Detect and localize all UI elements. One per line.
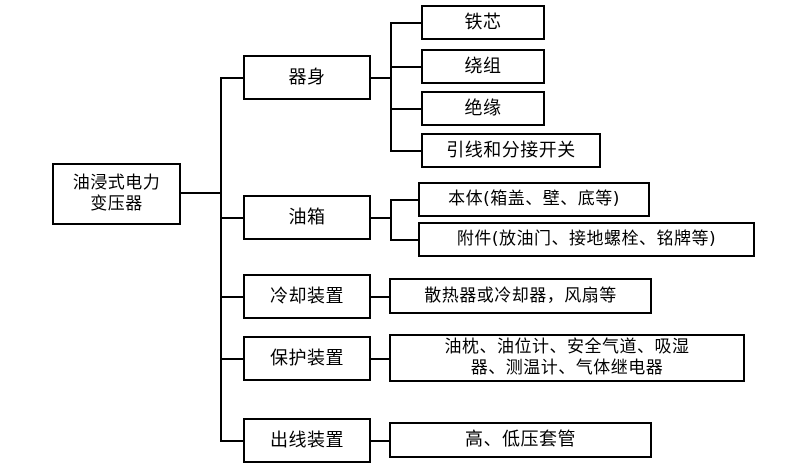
node-protection-items-label: 油枕、油位计、安全气道、吸湿 器、测温计、气体继电器 bbox=[444, 337, 690, 378]
node-protection-items: 油枕、油位计、安全气道、吸湿 器、测温计、气体继电器 bbox=[389, 334, 745, 382]
node-cooling-device: 冷却装置 bbox=[243, 274, 371, 319]
connector-protection-to-items bbox=[371, 358, 391, 360]
node-outlet-device-label: 出线装置 bbox=[270, 429, 344, 451]
connector-branch-to-tank-main bbox=[390, 199, 421, 201]
branch-vertical-tank bbox=[390, 199, 392, 241]
node-outlet-items-label: 高、低压套管 bbox=[465, 429, 576, 451]
node-protection-device: 保护装置 bbox=[243, 336, 371, 381]
node-oil-tank: 油箱 bbox=[243, 195, 371, 240]
connector-branch-to-core bbox=[390, 22, 421, 24]
connector-trunk-to-body bbox=[220, 77, 244, 79]
connector-outlet-to-items bbox=[371, 440, 391, 442]
connector-trunk-to-cooling bbox=[220, 296, 244, 298]
node-cooling-items: 散热器或冷却器，风扇等 bbox=[389, 278, 652, 314]
connector-branch-to-tank-parts bbox=[390, 239, 421, 241]
node-tank-accessories: 附件(放油门、接地螺栓、铭牌等) bbox=[418, 222, 755, 257]
node-outlet-items: 高、低压套管 bbox=[389, 422, 652, 458]
node-insulation-label: 绝缘 bbox=[464, 97, 502, 119]
node-protection-device-label: 保护装置 bbox=[270, 347, 344, 369]
connector-trunk-to-outlet bbox=[220, 440, 244, 442]
node-tank-main-body: 本体(箱盖、壁、底等) bbox=[418, 182, 650, 217]
branch-vertical-body bbox=[390, 22, 392, 150]
node-tank-accessories-label: 附件(放油门、接地螺栓、铭牌等) bbox=[456, 229, 717, 250]
node-winding: 绕组 bbox=[421, 49, 545, 84]
connector-branch-to-insulation bbox=[390, 108, 421, 110]
node-body: 器身 bbox=[243, 55, 371, 100]
node-tank-main-body-label: 本体(箱盖、壁、底等) bbox=[448, 189, 620, 210]
node-outlet-device: 出线装置 bbox=[243, 418, 371, 463]
node-root-label: 油浸式电力 变压器 bbox=[72, 173, 161, 214]
connector-cooling-to-items bbox=[371, 296, 391, 298]
node-cooling-items-label: 散热器或冷却器，风扇等 bbox=[424, 285, 617, 306]
node-body-label: 器身 bbox=[288, 66, 326, 88]
trunk-vertical-line bbox=[220, 77, 222, 441]
node-iron-core-label: 铁芯 bbox=[464, 11, 502, 33]
connector-branch-to-winding bbox=[390, 66, 421, 68]
connector-tank-to-branch bbox=[371, 217, 392, 219]
connector-branch-to-leads bbox=[390, 150, 421, 152]
connector-trunk-to-protection bbox=[220, 358, 244, 360]
node-cooling-device-label: 冷却装置 bbox=[270, 285, 344, 307]
node-leads-and-tap-switch: 引线和分接开关 bbox=[421, 133, 601, 168]
node-insulation: 绝缘 bbox=[421, 91, 545, 126]
connector-trunk-to-tank bbox=[220, 217, 244, 219]
connector-root-to-trunk bbox=[181, 192, 222, 194]
node-winding-label: 绕组 bbox=[464, 55, 502, 77]
connector-body-to-branch bbox=[371, 77, 392, 79]
node-root-oil-immersed-power-transformer: 油浸式电力 变压器 bbox=[52, 163, 181, 225]
node-oil-tank-label: 油箱 bbox=[288, 206, 326, 228]
node-iron-core: 铁芯 bbox=[421, 5, 545, 40]
node-leads-and-tap-switch-label: 引线和分接开关 bbox=[446, 139, 576, 161]
